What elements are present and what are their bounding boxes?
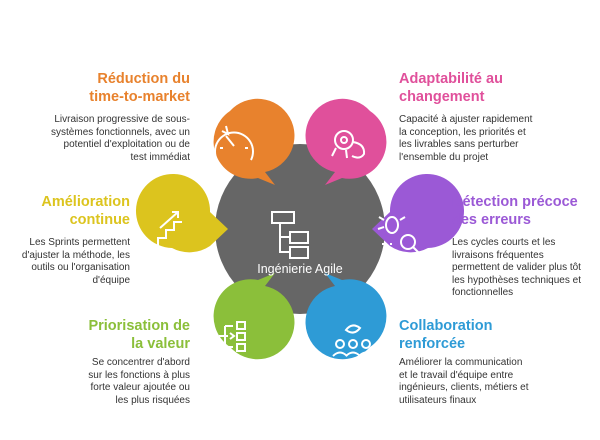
title-reduction: Réduction du time-to-market — [89, 71, 190, 105]
petal-collaboration-shape — [305, 273, 387, 360]
petal-amelioration — [135, 173, 228, 253]
petal-reduction-shape — [213, 98, 295, 185]
petal-reduction — [213, 98, 295, 185]
hierarchy-diagram-icon — [271, 211, 309, 259]
chameleon-icon — [331, 130, 366, 159]
stairs-up-icon — [150, 211, 182, 247]
desc-detection: Les cycles courts et les livraisons fréq… — [452, 237, 581, 299]
title-detection: Détection précoce des erreurs — [452, 194, 578, 228]
desc-priorisation: Se concentrer d'abord sur les fonctions … — [88, 357, 190, 406]
petal-adaptabilite — [305, 98, 387, 185]
petal-priorisation — [213, 273, 295, 360]
bug-magnifier-icon — [377, 216, 420, 254]
center-disc — [215, 144, 385, 314]
priority-list-icon — [219, 321, 246, 352]
title-adaptabilite: Adaptabilité au changement — [399, 71, 503, 105]
petal-detection-shape — [372, 173, 465, 253]
desc-adaptabilite: Capacité à ajuster rapidement la concept… — [399, 114, 533, 163]
petal-detection — [372, 173, 465, 254]
title-priorisation: Priorisation de la valeur — [88, 318, 190, 352]
desc-reduction: Livraison progressive de sous- systèmes … — [51, 114, 190, 163]
desc-collaboration: Améliorer la communication et le travail… — [399, 357, 529, 406]
petal-priorisation-shape — [213, 273, 295, 360]
team-collaboration-icon — [332, 324, 374, 357]
center-label: Ingénierie Agile — [257, 262, 343, 276]
title-collaboration: Collaboration renforcée — [399, 318, 493, 352]
title-amelioration: Amélioration continue — [41, 194, 130, 228]
speedometer-icon — [214, 125, 254, 161]
desc-amelioration: Les Sprints permettent d'ajuster la méth… — [21, 237, 130, 286]
petal-amelioration-shape — [135, 173, 228, 253]
petal-collaboration — [305, 273, 387, 360]
